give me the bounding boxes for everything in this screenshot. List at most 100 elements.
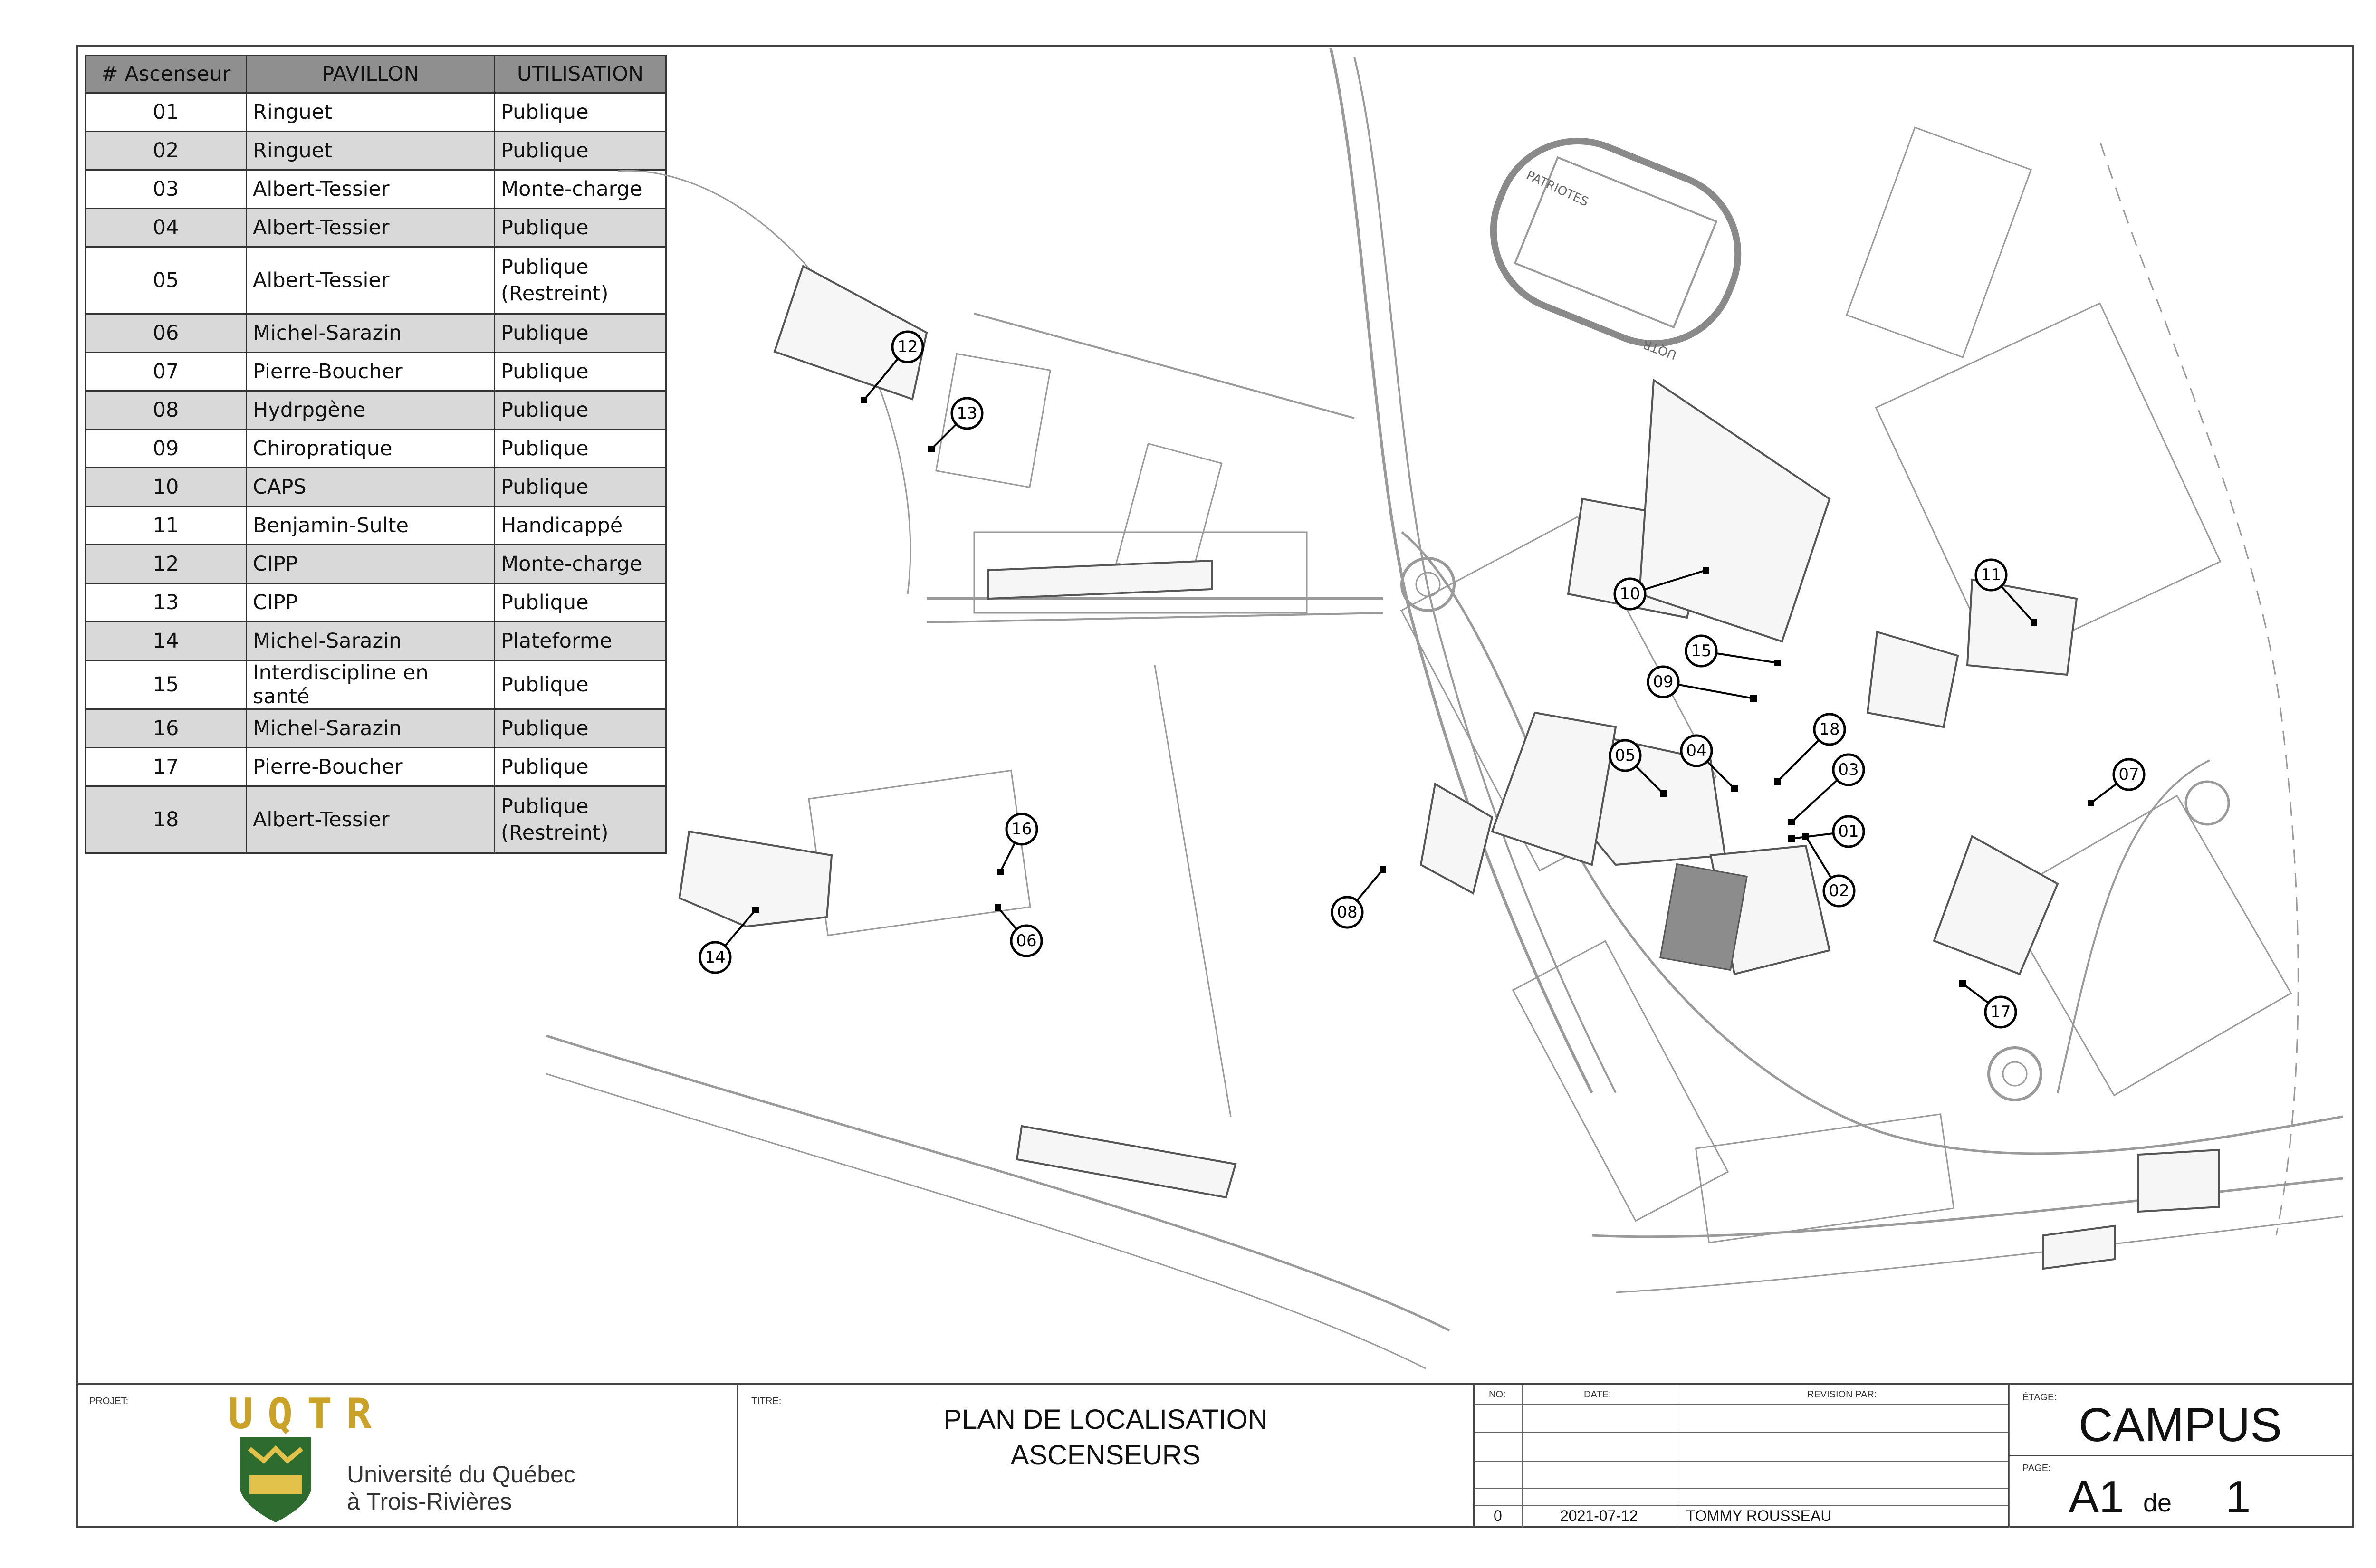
elevator-callout[interactable]: 17	[1984, 995, 2017, 1029]
utilisation-value: Publique	[501, 360, 589, 383]
callout-number: 04	[1686, 741, 1706, 760]
etage-value: CAMPUS	[2079, 1398, 2282, 1452]
elevator-marker	[1788, 819, 1795, 825]
roundabout	[1400, 557, 1456, 612]
utilisation-value: Publique	[501, 321, 589, 345]
pavillon-name: CAPS	[246, 467, 495, 507]
elevator-callout[interactable]: 07	[2112, 758, 2146, 791]
callout-circle	[699, 941, 732, 974]
callout-number: 18	[1819, 720, 1839, 739]
callout-number: 08	[1337, 903, 1357, 922]
utilisation-cell: Publique	[494, 583, 667, 622]
parking-lot	[1999, 794, 2292, 1097]
elevator-callout[interactable]: 13	[950, 397, 984, 430]
elevator-callout[interactable]: 11	[1974, 558, 2008, 592]
elevator-callout[interactable]: 14	[699, 941, 732, 974]
road	[2057, 759, 2210, 1093]
building-hydrogene	[1419, 782, 1494, 895]
road	[546, 1034, 1450, 1332]
revision-date: 2021-07-12	[1560, 1507, 1638, 1524]
elevator-number: 11	[85, 506, 247, 545]
elevator-callout[interactable]: 03	[1832, 753, 1865, 786]
stadium-track	[1490, 138, 1742, 347]
utilisation-cell: Monte-charge	[494, 169, 667, 209]
elevator-callout[interactable]: 18	[1813, 713, 1846, 746]
pavillon-name: Benjamin-Sulte	[246, 506, 495, 545]
title-line-1: PLAN DE LOCALISATION	[943, 1404, 1268, 1435]
utilisation-cell: Handicappé	[494, 506, 667, 545]
elevator-callout[interactable]: 12	[891, 330, 924, 363]
elevator-marker	[1660, 790, 1667, 797]
building-pierre-boucher	[1933, 835, 2059, 975]
elevator-marker	[1750, 695, 1757, 702]
callout-circle	[1647, 665, 1680, 698]
page-de: de	[2143, 1489, 2172, 1517]
elevator-number: 06	[85, 313, 247, 353]
utilisation-value: Publique	[501, 475, 589, 499]
elevator-callout[interactable]: 05	[1609, 739, 1642, 772]
callout-circle	[891, 330, 924, 363]
elevator-callout[interactable]: 06	[1010, 924, 1043, 957]
date-label: DATE:	[1584, 1389, 1611, 1400]
elevator-number: 10	[85, 467, 247, 507]
building-annex	[2137, 1148, 2220, 1213]
callout-number: 11	[1981, 565, 2001, 584]
road	[1591, 1177, 2343, 1238]
utilisation-cell: Publique	[494, 429, 667, 468]
elevator-marker	[752, 907, 759, 913]
stadium-field	[1514, 156, 1718, 329]
callout-number: 07	[2118, 765, 2139, 784]
revision-number: 0	[1494, 1507, 1502, 1524]
parking-lot	[1512, 940, 1729, 1222]
callout-circle	[950, 397, 984, 430]
callout-circle	[1974, 558, 2008, 592]
pavillon-name: Albert-Tessier	[246, 169, 495, 209]
road	[1615, 1215, 2343, 1293]
elevator-number: 02	[85, 131, 247, 171]
utilisation-value: Publique	[501, 673, 589, 697]
titre-label: TITRE:	[751, 1396, 782, 1406]
elevator-callout[interactable]: 04	[1680, 734, 1713, 767]
callout-number: 10	[1619, 584, 1640, 603]
roundabout	[2002, 1061, 2028, 1087]
elevator-callout[interactable]: 01	[1832, 815, 1865, 848]
elevator-number: 05	[85, 246, 247, 315]
elevator-marker	[997, 869, 1004, 875]
callout-circle	[2112, 758, 2146, 791]
university-name-line2: à Trois-Rivières	[347, 1488, 512, 1515]
utilisation-value: Publique	[501, 255, 589, 279]
utilisation-cell: Publique	[494, 467, 667, 507]
pavillon-name: Ringuet	[246, 131, 495, 171]
elevator-callout[interactable]: 08	[1331, 896, 1364, 929]
pavillon-name: Michel-Sarazin	[246, 313, 495, 353]
logo-wordmark: UQTR	[228, 1389, 386, 1438]
road	[1329, 48, 1593, 1094]
building-benjamin-sulte	[1966, 578, 2078, 676]
etage-label: ÉTAGE:	[2022, 1392, 2057, 1403]
elevator-callout[interactable]: 09	[1647, 665, 1680, 698]
utilisation-value: Publique	[501, 717, 589, 740]
utilisation-cell: Publique	[494, 660, 667, 710]
parking-lot	[935, 353, 1051, 488]
revision-label: REVISION PAR:	[1807, 1389, 1877, 1400]
callout-number: 03	[1838, 760, 1859, 779]
pavillon-name: Albert-Tessier	[246, 785, 495, 854]
road	[974, 313, 1355, 419]
elevator-callout[interactable]: 10	[1613, 577, 1647, 611]
elevator-marker	[1802, 833, 1809, 840]
elevator-marker	[1731, 785, 1738, 792]
elevator-callout[interactable]: 16	[1005, 813, 1038, 846]
uqtr-logo: UQTR Université du Québec à Trois-Rivièr…	[228, 1389, 656, 1525]
elevator-number: 15	[85, 660, 247, 710]
elevator-callout[interactable]: 15	[1685, 634, 1718, 668]
elevator-callout[interactable]: 02	[1822, 874, 1856, 908]
